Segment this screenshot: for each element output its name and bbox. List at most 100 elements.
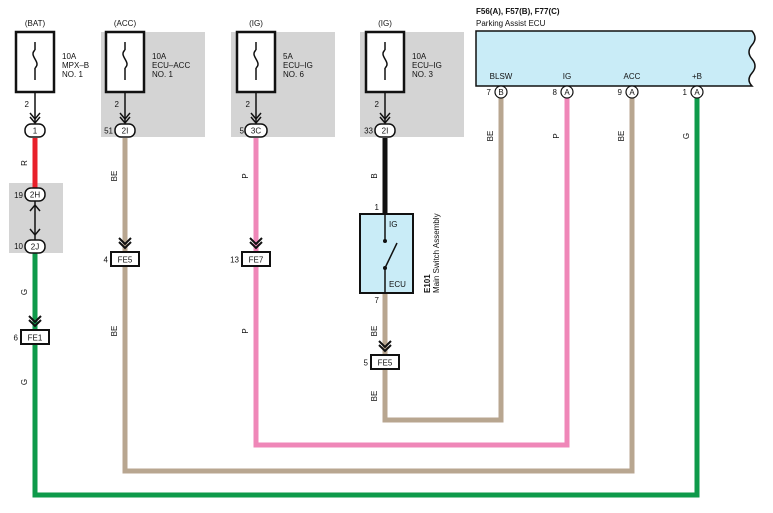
fuse-bat-name1: MPX–B [62,61,89,70]
fuse-acc-box [104,30,146,94]
junction-connector: 19 2H 10 2J [14,187,46,254]
switch-name: Main Switch Assembly [432,213,441,293]
fuse-bat-arrow [29,112,41,125]
wire-acc-beige [122,97,635,474]
fuse-acc-arrow [119,112,131,125]
switch-box [359,213,414,294]
fuse-ig6-amp: 5A [283,52,293,61]
fuse-acc-connector [114,123,136,138]
ecu-pin-b-label: +B [692,72,702,81]
wire-label-bat-lower-2: G [20,379,29,385]
ecu-pin-blsw-number: 7 [487,88,492,97]
fuse-acc-connpin: 51 [104,127,113,136]
fuse-acc-outpin: 2 [115,100,120,109]
ecu-pin-acc-letter: A [629,88,635,97]
fuse-bat-symbol [32,49,38,69]
fuse-bat-box [14,30,56,94]
ecu-pin-blsw-circle [494,85,508,99]
fuse-ig6-connector-label: 3C [251,127,261,136]
fuse-bat-connector-label: 1 [33,127,38,136]
junction-top-pin: 19 [14,191,23,200]
ecu-pin-ig-circle [560,85,574,99]
fe1-label: FE1 [28,334,43,343]
wire-label-ig6-1: P [241,173,250,178]
fe7-box [241,251,271,267]
wire-label-acc-2: BE [110,326,119,337]
fuse-acc: (ACC) 10A ECU–ACC NO. 1 2 51 2I [104,19,190,138]
fe5-acc-label: FE5 [118,256,133,265]
fuse-acc-source: (ACC) [114,19,137,28]
fe5-sw-arrow [378,340,392,353]
main-switch: 1 IG ECU 7 E101 Main Switch Assembly [359,203,441,305]
fuse-bat-name2: NO. 1 [62,70,83,79]
fuse-ig3-source: (IG) [378,19,392,28]
switch-id: E101 [423,274,432,293]
fuse-ig6-name1: ECU–IG [283,61,313,70]
fuse-ig6-name2: NO. 6 [283,70,304,79]
wire-label-ecu-acc: BE [617,131,626,142]
fe5-acc-arrow [118,237,132,250]
fuse-ig6-arrow [250,112,262,125]
fe5-sw-label: FE5 [378,359,393,368]
fuse-ig3: (IG) 10A ECU–IG NO. 3 2 33 2I [364,19,442,138]
switch-contact-top [383,239,387,243]
junction-bot-label: 2J [31,243,39,252]
wire-bat-green [32,97,700,498]
fuse-acc-connector-label: 2I [122,127,129,136]
fe1-box [20,329,50,345]
fuse-ig3-name1: ECU–IG [412,61,442,70]
switch-ig-label: IG [389,220,397,229]
switch-ecu-label: ECU [389,280,406,289]
fuse-bat-source: (BAT) [25,19,46,28]
fuse-ig3-amp: 10A [412,52,427,61]
fe5-sw-pin: 5 [364,359,369,368]
ecu-pin-b-letter: A [694,88,700,97]
fuse-ig3-name2: NO. 3 [412,70,433,79]
fuse-bat-outpin: 2 [25,100,30,109]
fuse-acc-name2: NO. 1 [152,70,173,79]
fuse-ig3-box [364,30,406,94]
wire-label-acc-1: BE [110,171,119,182]
ecu-pin-acc-circle [625,85,639,99]
ecu-connectors: F56(A), F57(B), F77(C) [476,7,560,16]
fuse-ig3-connpin: 33 [364,127,373,136]
wire-label-ig6-2: P [241,328,250,333]
junction-top-label: 2H [30,191,40,200]
switch-blade [384,242,398,269]
switch-bot-pin: 7 [375,296,380,305]
ecu-pin-blsw-letter: B [498,88,503,97]
fuse-acc-name1: ECU–ACC [152,61,190,70]
fuse-ig6-connector [244,123,268,138]
fuse-bat-amp: 10A [62,52,77,61]
fuse-ig3-outpin: 2 [375,100,380,109]
wire-label-sw-1: BE [370,326,379,337]
wire-label-ecu-blsw: BE [486,131,495,142]
wire-label-ecu-ig: P [552,133,561,138]
wire-label-ig3: B [370,173,379,178]
junction-arrow-down [29,228,41,237]
wire-label-sw-2: BE [370,391,379,402]
fuse-ig6-connpin: 5 [240,127,245,136]
switch-top-pin: 1 [375,203,380,212]
fe1-pin: 6 [14,334,19,343]
fe5-sw-box [370,354,400,370]
ecu-pin-blsw-label: BLSW [490,72,513,81]
fe7-arrow [249,237,263,250]
ecu-pin-acc-label: ACC [624,72,641,81]
ecu-pin-ig-letter: A [564,88,570,97]
fuse-ig6-symbol [253,49,259,69]
fuse-acc-symbol [122,49,128,69]
junction-arrow-up [29,203,41,212]
ecu-pin-acc-number: 9 [618,88,623,97]
ecu-pin-b-circle [690,85,704,99]
wire-label-bat-upper: R [20,160,29,166]
ecu-pin-ig-label: IG [563,72,571,81]
ecu-pin-ig-number: 8 [553,88,558,97]
fuse-ig6-box [235,30,277,94]
ecu-pin-b-number: 1 [683,88,688,97]
fuse-ig6-outpin: 2 [246,100,251,109]
wire-ig6-pink [253,97,570,448]
junction-bot-pin: 10 [14,242,23,251]
wire-label-bat-lower-1: G [20,289,29,295]
